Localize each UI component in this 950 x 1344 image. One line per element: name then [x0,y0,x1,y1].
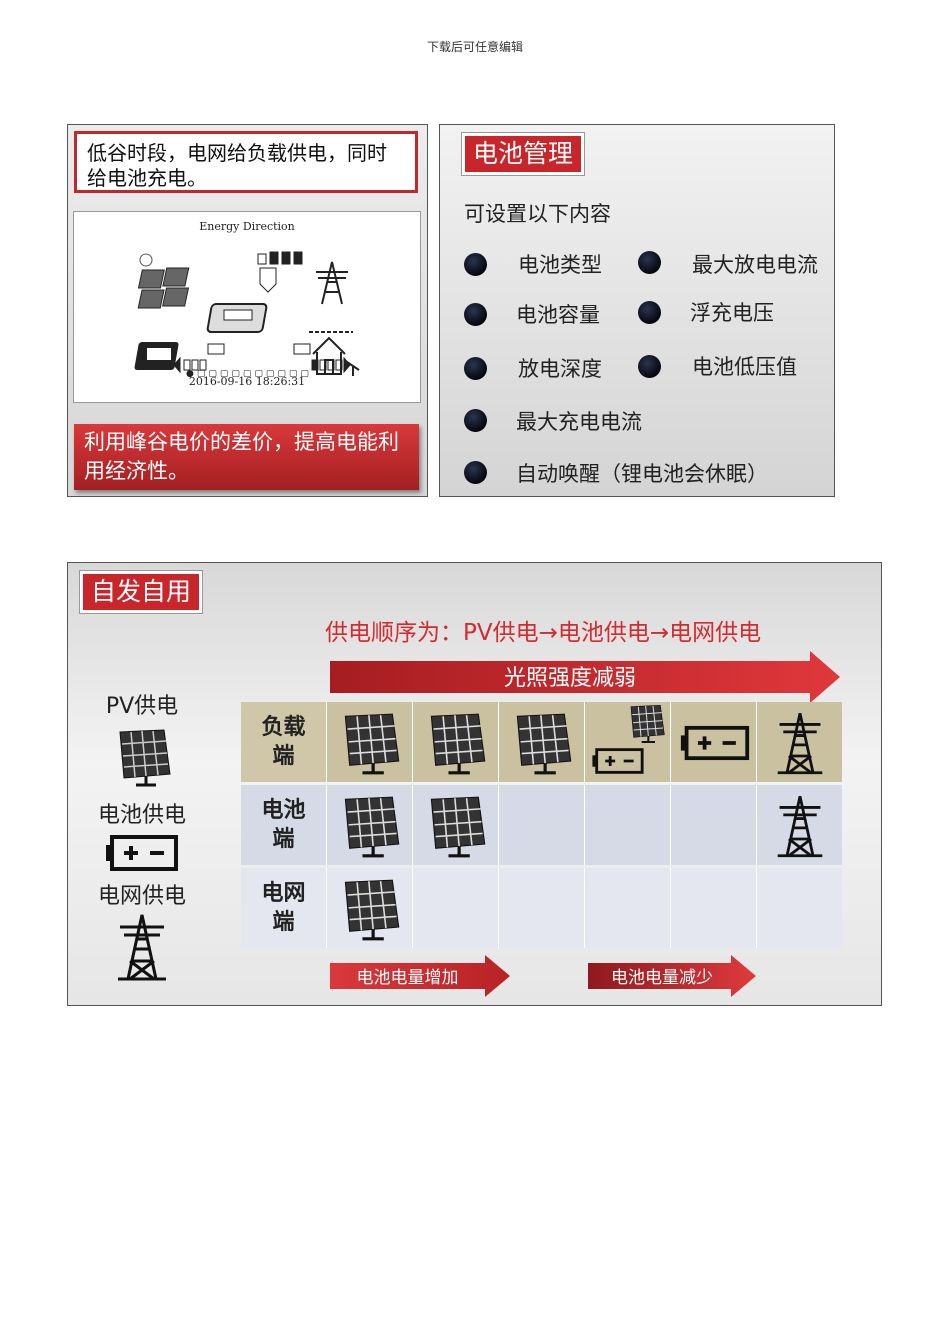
charge-increase-label: 电池电量增加 [356,968,459,988]
power-tower-icon [316,261,348,305]
table-cell [584,868,670,948]
energy-direction-panel: 低谷时段，电网给负载供电，同时给电池充电。 Energy Direction [67,124,428,497]
charge-decrease-arrow [588,955,756,997]
table-row-load: 负载端 [241,702,842,782]
battery-icon [106,835,178,871]
legend-battery-label: 电池供电 [97,803,186,828]
solar-panel-icon [430,796,486,858]
table-cell [412,868,498,948]
table-cell [498,868,584,948]
power-tower-icon [777,795,823,858]
battery-device-icon [134,342,179,370]
screen-title: Energy Direction [199,220,295,233]
table-cell [670,702,756,782]
bullet-dot [464,357,487,380]
bullet-dot [638,301,661,324]
table-cell [326,868,412,948]
row-label-load: 负载端 [241,702,326,782]
energy-flow-diagram [134,251,360,376]
screen-timestamp: 2016-09-16 18:26:31 [188,375,306,388]
power-tower-icon [777,712,823,775]
setting-item: 电池类型 [518,253,602,277]
table-cell [498,785,584,865]
self-consumption-tag: 自发自用 [80,571,203,613]
solar-panel-icon [344,713,400,775]
bullet-dot [464,461,487,484]
table-cell [498,702,584,782]
table-cell [670,868,756,948]
solar-panel-icon [344,879,400,941]
supply-order-text: 供电顺序为：PV供电→电池供电→电网供电 [325,620,762,646]
legend-grid-label: 电网供电 [97,884,186,909]
table-cell [326,702,412,782]
setting-item: 自动唤醒（锂电池会休眠） [516,462,768,486]
table-cell [670,785,756,865]
settings-subtitle: 可设置以下内容 [464,202,611,226]
battery-management-panel: 电池管理 可设置以下内容 电池类型 最大放电电流 电池容量 浮充电压 放电深度 … [439,124,835,497]
setting-item: 浮充电压 [690,301,774,325]
setting-item: 放电深度 [518,357,602,381]
inverter-icon [206,303,268,333]
benefit-banner: 利用峰谷电价的差价，提高电能利用经济性。 [74,424,419,490]
solar-array-icon [137,253,190,309]
row-label-battery: 电池端 [241,785,326,865]
table-cell [756,702,842,782]
table-row-grid: 电网端 [241,868,842,948]
charge-increase-arrow [330,955,510,997]
table-cell [326,785,412,865]
self-consumption-panel: 自发自用 供电顺序为：PV供电→电池供电→电网供电 光照强度减弱 PV供电 电池… [67,562,882,1006]
bullet-dot [638,251,661,274]
table-cell [412,785,498,865]
setting-item: 最大充电电流 [516,410,642,434]
battery-icon [680,725,750,761]
bullet-dot [464,253,487,276]
solar-panel-icon [344,796,400,858]
table-cell [584,785,670,865]
battery-icon [592,748,644,774]
house-load-icon [309,331,360,376]
power-tower-icon [118,914,166,981]
energy-direction-screen: Energy Direction [73,211,421,403]
charge-decrease-label: 电池电量减少 [611,968,713,988]
bullet-dot [638,355,661,378]
supply-table: 负载端 电池端 电网端 [241,702,842,951]
table-cell [412,702,498,782]
table-cell [584,702,670,782]
legend-pv-label: PV供电 [105,694,179,719]
battery-management-tag: 电池管理 [462,133,585,175]
solar-panel-icon [119,729,171,787]
row-label-grid: 电网端 [241,868,326,948]
valley-caption: 低谷时段，电网给负载供电，同时给电池充电。 [74,131,418,193]
setting-item: 电池容量 [516,303,600,327]
light-decrease-arrow [330,651,840,703]
page-header-note: 下载后可任意编辑 [426,40,523,54]
table-cell [756,868,842,948]
solar-panel-icon [630,704,665,743]
setting-item: 电池低压值 [692,355,797,379]
bullet-dot [464,409,487,432]
setting-item: 最大放电电流 [692,253,818,277]
solar-panel-icon [430,713,486,775]
solar-panel-icon [516,713,572,775]
page-indicator-dots: ●▢▢▢▢▢▢▢▢▢▢ [186,369,312,379]
light-decrease-label: 光照强度减弱 [503,666,636,691]
table-cell [756,785,842,865]
table-row-battery: 电池端 [241,785,842,865]
bullet-dot [464,303,487,326]
